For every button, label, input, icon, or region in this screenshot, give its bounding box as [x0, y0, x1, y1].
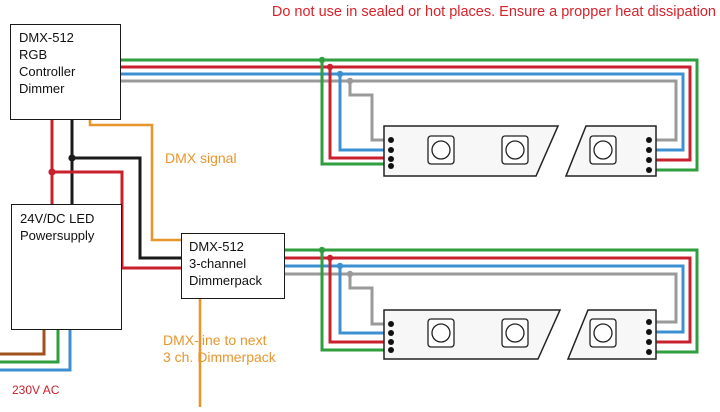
dimmerpack-box: DMX-512 3-channel Dimmerpack [181, 233, 285, 299]
heat-warning: Do not use in sealed or hot places. Ensu… [271, 4, 716, 20]
lower-red-wire [284, 256, 692, 344]
mains-voltage-label: 230V AC [12, 383, 60, 397]
upper-led-strip-b [564, 125, 657, 177]
dmx-signal-label: DMX signal [165, 150, 237, 166]
rgb-controller-box: DMX-512 RGB Controller Dimmer [10, 24, 121, 120]
psu-red-to-dimmerpack [52, 170, 182, 270]
upper-gray-wire [120, 79, 678, 142]
upper-green-wire [120, 58, 699, 172]
upper-junction-dots [318, 56, 354, 85]
lower-led-strip-b [566, 309, 657, 360]
lower-red-drop [328, 258, 388, 344]
lower-junction-dots [318, 246, 354, 278]
dimmerpack-line-2: 3-channel [189, 256, 247, 271]
mains-blue-wire [0, 328, 72, 372]
dmx-line-next-line-1: DMX-line to next [163, 332, 267, 348]
upper-red-wire [120, 65, 692, 162]
lower-green-drop [320, 250, 388, 352]
dimmerpack-line-3: Dimmerpack [189, 273, 262, 288]
power-junction-dots [48, 154, 76, 176]
dmx-line-next-label: DMX-line to next 3 ch. Dimmerpack [163, 332, 276, 366]
mains-wiring [0, 328, 72, 372]
mains-brown-wire [0, 328, 46, 356]
lower-blue-drop [338, 266, 388, 335]
dmx-signal-wiring [88, 120, 202, 407]
controller-line-4: Dimmer [19, 81, 65, 96]
lower-blue-wire [284, 264, 685, 334]
upper-blue-wire [120, 72, 685, 152]
upper-gray-drop [348, 81, 388, 142]
upper-led-strip-a [383, 125, 560, 177]
upper-strip-wiring [120, 58, 699, 172]
powersupply-line-1: 24V/DC LED [20, 211, 95, 226]
dmx-signal-line [88, 120, 182, 242]
upper-green-drop [320, 60, 388, 166]
upper-red-drop [328, 67, 388, 160]
lower-strip-wiring [284, 248, 699, 354]
psu-black-to-dimmerpack [72, 156, 182, 260]
controller-line-2: RGB [19, 47, 48, 62]
mains-green-wire [0, 328, 60, 364]
dmx-line-next-line-2: 3 ch. Dimmerpack [163, 349, 276, 365]
power-wiring [50, 120, 182, 270]
lower-gray-wire [284, 272, 678, 324]
powersupply-line-2: Powersupply [20, 228, 95, 243]
lower-gray-drop [348, 274, 388, 326]
upper-blue-drop [338, 74, 388, 152]
controller-line-3: Controller [19, 64, 76, 79]
lower-led-strip-a [383, 309, 562, 360]
lower-green-wire [284, 248, 699, 354]
powersupply-box: 24V/DC LED Powersupply [11, 204, 122, 330]
controller-line-1: DMX-512 [19, 30, 74, 45]
dimmerpack-line-1: DMX-512 [189, 239, 244, 254]
